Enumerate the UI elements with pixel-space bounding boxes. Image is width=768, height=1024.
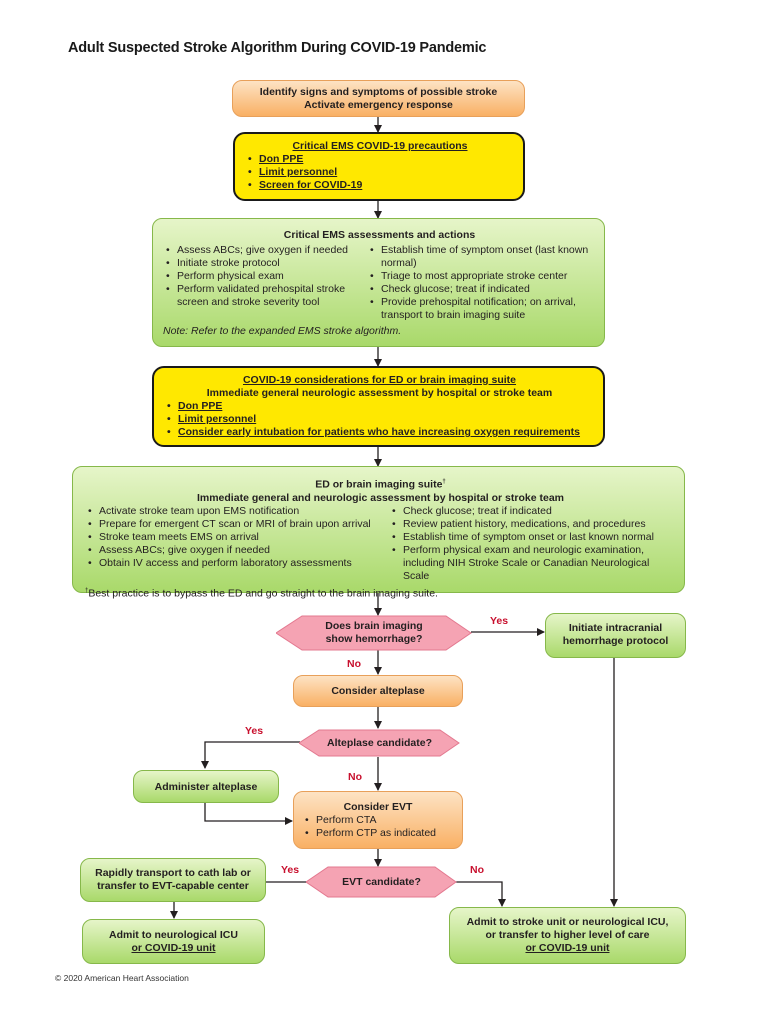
footnote-mark: †: [442, 479, 446, 485]
list-item: Limit personnel: [248, 166, 515, 179]
alteplase-decision: Alteplase candidate?: [299, 729, 460, 757]
ed-covid-list: Don PPE Limit personnel Consider early i…: [164, 400, 595, 439]
decision-shape: [276, 615, 472, 651]
administer-alteplase-text: Administer alteplase: [154, 781, 258, 793]
ich-line1: Initiate intracranial: [568, 622, 663, 634]
yes-label: Yes: [490, 615, 509, 627]
list-item: Establish time of symptom onset or last …: [392, 531, 676, 544]
ich-protocol-box: Initiate intracranial hemorrhage protoco…: [545, 613, 686, 658]
list-item: Check glucose; treat if indicated: [370, 283, 596, 296]
list-item: Prepare for emergent CT scan or MRI of b…: [88, 518, 389, 531]
evt-q-text: EVT candidate?: [342, 875, 421, 888]
ems-assessments-left-list: Assess ABCs; give oxygen if needed Initi…: [163, 244, 367, 322]
footnote-mark: †: [85, 587, 89, 594]
administer-alteplase-box: Administer alteplase: [133, 770, 279, 803]
ed-suite-footnote: †Best practice is to bypass the ED and g…: [85, 585, 676, 601]
identify-line2: Activate emergency response: [304, 99, 453, 111]
transport-line2: transfer to EVT-capable center: [97, 880, 249, 892]
ems-assessments-note: Note: Refer to the expanded EMS stroke a…: [163, 325, 402, 337]
hemorrhage-q-line1: Does brain imaging: [325, 620, 423, 632]
yes-label: Yes: [281, 864, 300, 876]
list-item: Limit personnel: [167, 413, 595, 426]
consider-evt-heading: Consider EVT: [343, 801, 413, 813]
transport-line1: Rapidly transport to cath lab or: [95, 867, 251, 879]
identify-stroke-box: Identify signs and symptoms of possible …: [232, 80, 525, 117]
list-item: Perform CTP as indicated: [305, 827, 454, 840]
list-item: Screen for COVID-19: [248, 179, 515, 192]
arrow-alteq-yes: [201, 741, 300, 769]
list-item: Triage to most appropriate stroke center: [370, 270, 596, 283]
consider-alteplase-text: Consider alteplase: [331, 685, 425, 697]
no-label: No: [348, 771, 362, 783]
consider-alteplase-box: Consider alteplase: [293, 675, 463, 707]
admit-stroke-line3: or COVID-19 unit: [525, 942, 610, 954]
list-item: Perform CTA: [305, 814, 454, 827]
yes-label: Yes: [245, 725, 264, 737]
list-item: Assess ABCs; give oxygen if needed: [166, 244, 367, 257]
admit-stroke-line2: or transfer to higher level of care: [485, 929, 650, 941]
list-item: Check glucose; treat if indicated: [392, 505, 676, 518]
list-item: Perform physical exam and neurologic exa…: [392, 544, 676, 583]
page-title: Adult Suspected Stroke Algorithm During …: [68, 40, 487, 56]
decision-shape: [299, 729, 460, 757]
arrow-evtq-no: [456, 881, 506, 907]
ed-suite-box: ED or brain imaging suite† Immediate gen…: [72, 466, 685, 599]
admit-stroke-box: Admit to stroke unit or neurological ICU…: [449, 907, 686, 964]
admit-icu-line2: or COVID-19 unit: [131, 942, 216, 954]
ems-precautions-heading: Critical EMS COVID-19 precautions: [292, 140, 468, 152]
copyright-footer: © 2020 American Heart Association: [55, 973, 189, 983]
ed-suite-heading-text: ED or brain imaging suite: [315, 478, 443, 491]
list-item: Provide prehospital notification; on arr…: [370, 296, 596, 322]
consider-evt-list: Perform CTA Perform CTP as indicated: [305, 814, 454, 840]
list-item: Consider early intubation for patients w…: [167, 426, 595, 439]
list-item: Initiate stroke protocol: [166, 257, 367, 270]
ems-assessments-right-list: Establish time of symptom onset (last kn…: [367, 244, 596, 322]
no-label: No: [470, 864, 484, 876]
ich-line2: hemorrhage protocol: [562, 635, 669, 647]
consider-evt-box: Consider EVT Perform CTA Perform CTP as …: [293, 791, 463, 849]
list-item: Perform validated prehospital stroke scr…: [166, 283, 367, 309]
ed-suite-subheading: Immediate general and neurologic assessm…: [196, 491, 565, 504]
ed-suite-footnote-text: Best practice is to bypass the ED and go…: [88, 587, 438, 599]
ems-precautions-list: Don PPE Limit personnel Screen for COVID…: [245, 153, 515, 192]
ed-suite-heading: ED or brain imaging suite†: [85, 476, 676, 492]
list-item: Stroke team meets EMS on arrival: [88, 531, 389, 544]
ed-suite-right-list: Check glucose; treat if indicated Review…: [389, 505, 676, 583]
ems-assessments-heading: Critical EMS assessments and actions: [283, 229, 476, 241]
no-label: No: [347, 658, 361, 670]
admit-stroke-line1: Admit to stroke unit or neurological ICU…: [466, 916, 669, 928]
transport-box: Rapidly transport to cath lab or transfe…: [80, 858, 266, 902]
list-item: Activate stroke team upon EMS notificati…: [88, 505, 389, 518]
decision-shape: [306, 866, 457, 898]
ed-covid-subheading: Immediate general neurologic assessment …: [206, 387, 553, 399]
ed-covid-box: COVID-19 considerations for ED or brain …: [152, 366, 605, 447]
evt-decision: EVT candidate?: [306, 866, 457, 898]
ed-covid-heading: COVID-19 considerations for ED or brain …: [242, 374, 517, 386]
ed-suite-left-list: Activate stroke team upon EMS notificati…: [85, 505, 389, 583]
admit-icu-line1: Admit to neurological ICU: [109, 929, 238, 941]
list-item: Obtain IV access and perform laboratory …: [88, 557, 389, 570]
ems-assessments-box: Critical EMS assessments and actions Ass…: [152, 218, 605, 347]
ems-precautions-box: Critical EMS COVID-19 precautions Don PP…: [233, 132, 525, 201]
list-item: Don PPE: [248, 153, 515, 166]
arrow-administer-to-evt: [204, 802, 293, 825]
identify-line1: Identify signs and symptoms of possible …: [259, 86, 498, 98]
alteplase-q-text: Alteplase candidate?: [326, 736, 433, 749]
list-item: Establish time of symptom onset (last kn…: [370, 244, 596, 270]
list-item: Review patient history, medications, and…: [392, 518, 676, 531]
list-item: Perform physical exam: [166, 270, 367, 283]
list-item: Don PPE: [167, 400, 595, 413]
hemorrhage-q-line2: show hemorrhage?: [325, 633, 423, 645]
list-item: Assess ABCs; give oxygen if needed: [88, 544, 389, 557]
admit-icu-box: Admit to neurological ICU or COVID-19 un…: [82, 919, 265, 964]
